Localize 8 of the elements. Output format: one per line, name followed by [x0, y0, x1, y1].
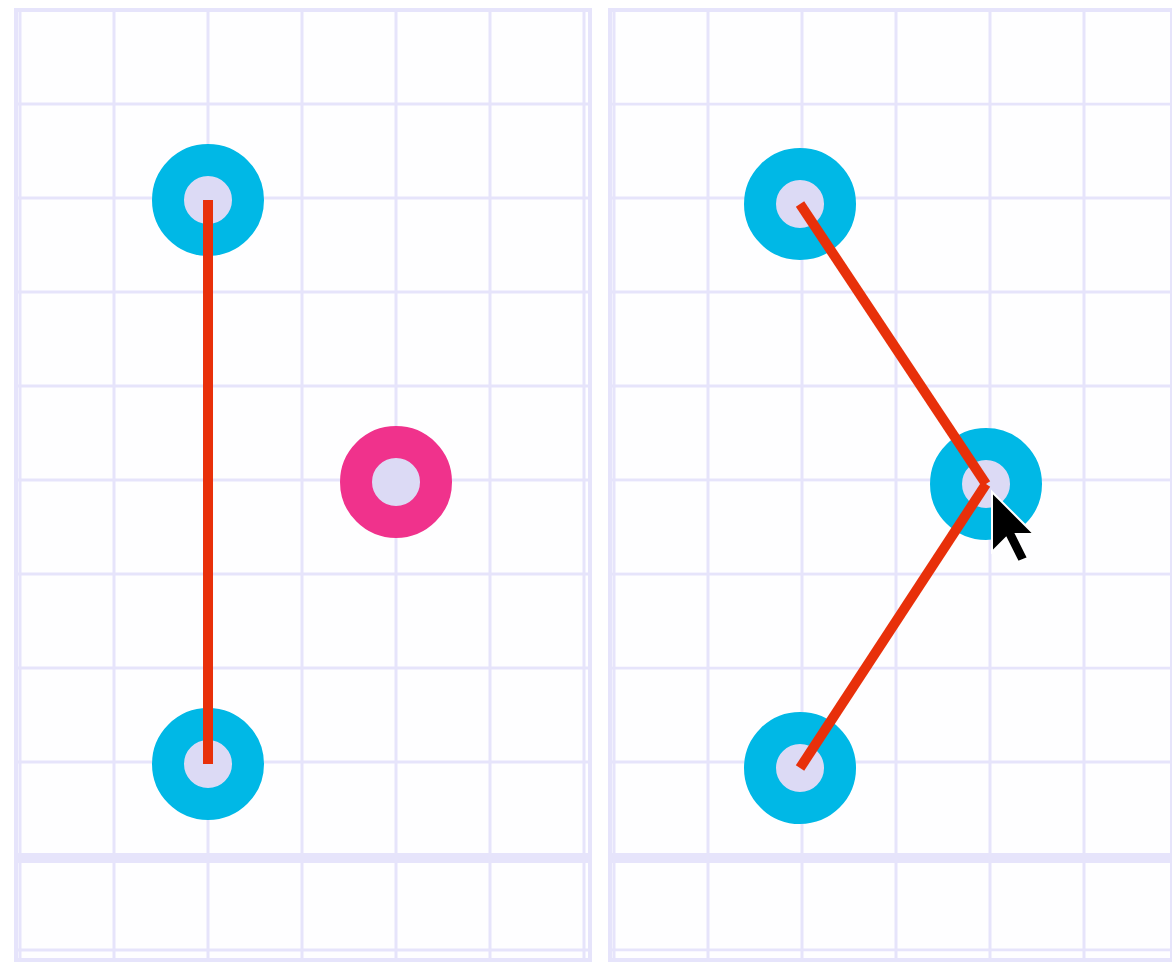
point-marker	[340, 426, 452, 538]
point-marker	[744, 148, 856, 260]
point-marker	[744, 712, 856, 824]
line-segment	[203, 200, 213, 764]
point-marker	[152, 708, 264, 820]
line-segment	[795, 201, 991, 487]
line-segment	[795, 481, 991, 771]
point-marker	[152, 144, 264, 256]
